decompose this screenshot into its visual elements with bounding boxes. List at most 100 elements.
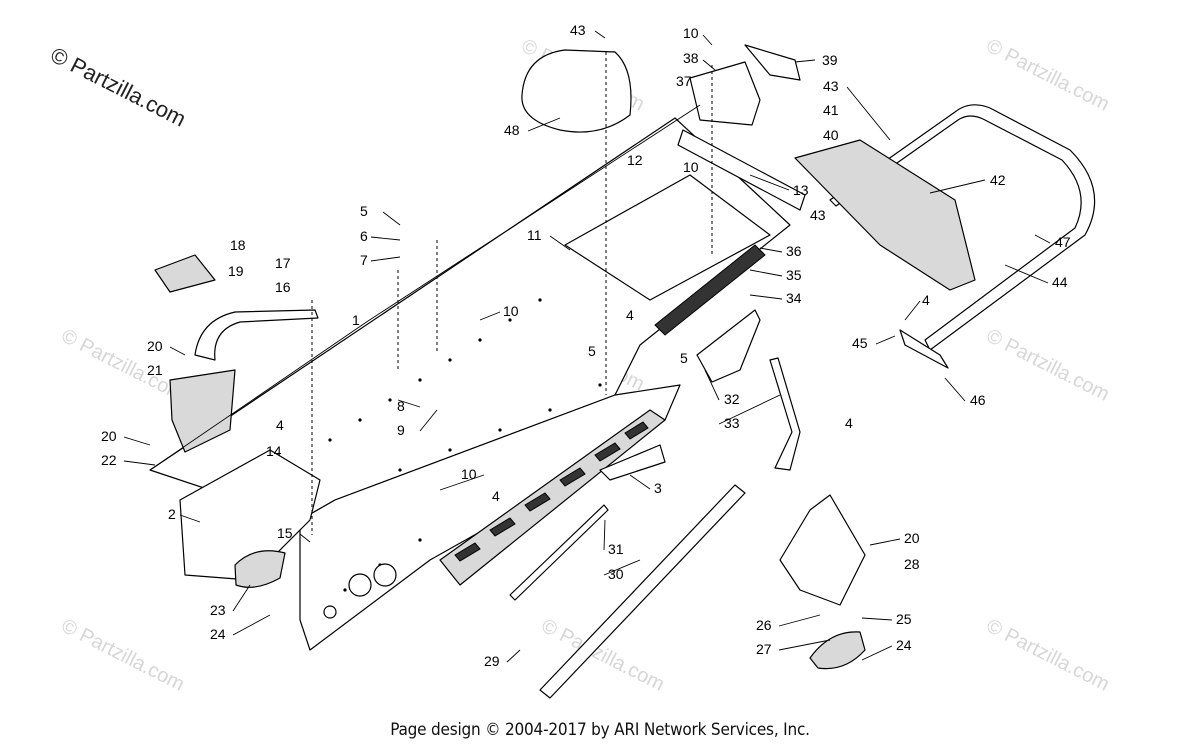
callout-31: 31 bbox=[608, 541, 624, 557]
deck-access-plate bbox=[564, 174, 771, 301]
callout-20: 20 bbox=[147, 338, 163, 354]
watermark: © Partzilla.com bbox=[58, 325, 188, 406]
callout-46: 46 bbox=[970, 392, 986, 408]
callout-10: 10 bbox=[461, 466, 477, 482]
callout-45: 45 bbox=[852, 335, 868, 351]
callout-2: 2 bbox=[168, 506, 176, 522]
rear-bumper-tube bbox=[829, 104, 1096, 351]
bracket-cap bbox=[744, 44, 801, 81]
callout-44: 44 bbox=[1052, 274, 1068, 290]
callout-3: 3 bbox=[654, 480, 662, 496]
right-footrest-bracket bbox=[779, 494, 866, 606]
rod-31 bbox=[509, 504, 609, 601]
callout-5: 5 bbox=[588, 343, 596, 359]
callout-4: 4 bbox=[492, 488, 500, 504]
callout-7: 7 bbox=[360, 252, 368, 268]
callout-5: 5 bbox=[680, 350, 688, 366]
callout-24: 24 bbox=[210, 626, 226, 642]
callout-9: 9 bbox=[397, 422, 405, 438]
callout-17: 17 bbox=[275, 255, 291, 271]
callout-12: 12 bbox=[627, 152, 643, 168]
callout-10: 10 bbox=[683, 159, 699, 175]
callout-29: 29 bbox=[484, 653, 500, 669]
callout-20: 20 bbox=[101, 428, 117, 444]
callout-32: 32 bbox=[724, 391, 740, 407]
rear-rail bbox=[677, 129, 806, 211]
callout-10: 10 bbox=[683, 25, 699, 41]
callout-36: 36 bbox=[786, 243, 802, 259]
callout-18: 18 bbox=[230, 237, 246, 253]
callout-6: 6 bbox=[360, 228, 368, 244]
grip-cover-18 bbox=[154, 254, 216, 293]
callout-30: 30 bbox=[608, 566, 624, 582]
callout-15: 15 bbox=[277, 525, 293, 541]
callout-23: 23 bbox=[210, 602, 226, 618]
side-cutout bbox=[373, 563, 397, 587]
callout-20: 20 bbox=[904, 530, 920, 546]
strap-33 bbox=[769, 357, 801, 471]
deck-bracket bbox=[689, 61, 761, 126]
callout-1: 1 bbox=[352, 312, 360, 328]
callout-24: 24 bbox=[896, 637, 912, 653]
callout-38: 38 bbox=[683, 50, 699, 66]
watermark: © Partzilla.com bbox=[983, 325, 1113, 406]
callout-16: 16 bbox=[275, 279, 291, 295]
snow-flap bbox=[794, 139, 976, 291]
callout-33: 33 bbox=[724, 415, 740, 431]
callout-4: 4 bbox=[845, 415, 853, 431]
rear-axle-rod-30 bbox=[539, 484, 746, 699]
callout-47: 47 bbox=[1055, 234, 1071, 250]
side-cutout bbox=[323, 605, 337, 619]
callout-28: 28 bbox=[904, 556, 920, 572]
watermark: © Partzilla.com bbox=[58, 615, 188, 696]
watermark: © Partzilla.com bbox=[983, 615, 1113, 696]
callout-41: 41 bbox=[823, 102, 839, 118]
callout-19: 19 bbox=[228, 263, 244, 279]
snow-flap-body bbox=[794, 139, 976, 291]
callout-48: 48 bbox=[504, 122, 520, 138]
callout-5: 5 bbox=[360, 203, 368, 219]
callout-8: 8 bbox=[397, 398, 405, 414]
callout-27: 27 bbox=[756, 641, 772, 657]
callout-10: 10 bbox=[503, 303, 519, 319]
heat-exchanger-vents bbox=[454, 421, 649, 562]
rear-bumper-crossbar bbox=[899, 329, 949, 369]
hand-grip-16 bbox=[194, 309, 319, 361]
callout-11: 11 bbox=[527, 227, 542, 243]
side-cutout bbox=[348, 573, 372, 597]
tunnel-side-slots bbox=[654, 244, 766, 336]
callout-4: 4 bbox=[922, 292, 930, 308]
rear-bumper bbox=[829, 104, 1096, 369]
leader-lines bbox=[123, 30, 1051, 663]
callout-4: 4 bbox=[276, 417, 284, 433]
callout-35: 35 bbox=[786, 267, 802, 283]
callout-4: 4 bbox=[626, 307, 634, 323]
running-board-vent-21 bbox=[169, 369, 236, 453]
seat-bag bbox=[521, 49, 632, 133]
tunnel-assembly bbox=[149, 117, 791, 651]
callout-42: 42 bbox=[990, 172, 1006, 188]
callout-22: 22 bbox=[101, 452, 117, 468]
rear-bracket-32 bbox=[696, 309, 761, 383]
foot-rest-23 bbox=[234, 550, 286, 588]
callout-14: 14 bbox=[266, 443, 282, 459]
page-footer: Page design © 2004-2017 by ARI Network S… bbox=[390, 720, 810, 740]
callout-43: 43 bbox=[810, 207, 826, 223]
callout-21: 21 bbox=[147, 362, 163, 378]
callout-37: 37 bbox=[676, 73, 692, 89]
callout-25: 25 bbox=[896, 611, 912, 627]
callout-43: 43 bbox=[823, 78, 839, 94]
callout-43: 43 bbox=[570, 22, 586, 38]
callout-39: 39 bbox=[822, 52, 838, 68]
front-bracket-2 bbox=[179, 449, 321, 581]
callout-26: 26 bbox=[756, 617, 772, 633]
callout-34: 34 bbox=[786, 290, 802, 306]
callout-40: 40 bbox=[823, 127, 839, 143]
bracket-3 bbox=[599, 444, 666, 481]
watermark: © Partzilla.com bbox=[983, 35, 1113, 116]
foot-rest-25 bbox=[809, 631, 866, 670]
callout-13: 13 bbox=[793, 182, 809, 198]
